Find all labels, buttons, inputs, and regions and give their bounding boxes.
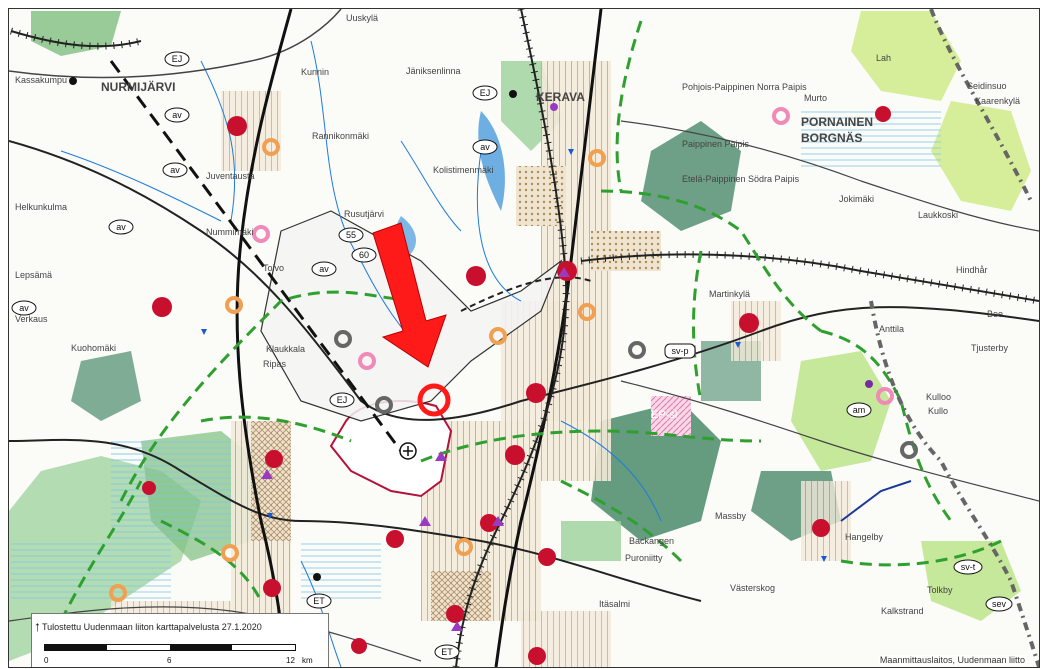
badge-ej: EJ — [337, 395, 348, 405]
place-label: Pohjois-Paippinen Norra Paipis — [682, 82, 807, 92]
place-label: Martinkylä — [709, 289, 750, 299]
place-label: Hangelby — [845, 532, 884, 542]
place-label: Uuskylä — [346, 13, 378, 23]
small-markers — [69, 77, 873, 631]
place-label: Itäsalmi — [599, 599, 630, 609]
place-label: Seidinsuo — [967, 81, 1007, 91]
place-label: Hindhår — [956, 265, 988, 275]
badge-am: am — [853, 405, 866, 415]
scale-bar — [44, 644, 296, 651]
orange-rings — [109, 138, 606, 602]
place-label: Nummimäki — [206, 227, 254, 237]
place-label: Anttila — [879, 324, 904, 334]
badge-et: ET — [313, 596, 325, 606]
highlight-ring[interactable] — [417, 383, 451, 417]
grey-rings — [334, 330, 918, 459]
scale-label-6: 6 — [167, 656, 172, 665]
badge-road-number: 55 — [346, 230, 356, 240]
map-credit: Maanmittauslaitos, Uudenmaan liitto — [877, 655, 1027, 665]
place-label: Paippinen Paipis — [682, 139, 750, 149]
place-label: Jäniksenlinna — [406, 66, 461, 76]
place-label: Kolistimenmäki — [433, 165, 494, 175]
badge-road-number: 60 — [359, 250, 369, 260]
place-label: Tolkby — [927, 585, 953, 595]
place-label: Kunnin — [301, 67, 329, 77]
place-label: Kulloo — [926, 392, 951, 402]
place-label: Verkaus — [15, 314, 48, 324]
municipal-border — [869, 9, 1039, 667]
scale-panel: ↑ Tulostettu Uudenmaan liiton karttapalv… — [31, 613, 329, 667]
badge-et: ET — [441, 647, 453, 657]
water-areas — [11, 111, 941, 601]
badge-av: av — [116, 222, 126, 232]
place-label: Tjusterby — [971, 343, 1009, 353]
place-label: BORGNÄS — [801, 130, 862, 145]
place-label: Kaarenkylä — [975, 96, 1020, 106]
green-connections — [59, 20, 1002, 622]
pink-rings — [252, 107, 894, 405]
place-label: Rusutjärvi — [344, 209, 384, 219]
highlight-arrow — [372, 222, 447, 368]
place-label: KERAVA — [536, 90, 585, 104]
place-label: PORNAINEN — [801, 115, 873, 129]
place-label: Etelä-Paippinen Södra Paipis — [682, 174, 800, 184]
place-label: Juventausta — [206, 171, 255, 181]
place-label: Kassakumpu — [15, 75, 67, 85]
railways — [9, 9, 1039, 667]
badge-svt: sv-t — [961, 562, 976, 572]
north-arrow-icon: ↑ — [34, 618, 41, 634]
scale-title: Tulostettu Uudenmaan liiton karttapalvel… — [42, 622, 262, 632]
badge-av: av — [480, 142, 490, 152]
badges: EJ EJ EJ av av av av av av 55 60 sv-p am… — [11, 51, 1013, 660]
badge-av: av — [319, 264, 329, 274]
place-label: Backangen — [629, 536, 674, 546]
place-label: Toivo — [263, 263, 284, 273]
badge-av: av — [170, 165, 180, 175]
badge-av: av — [19, 303, 29, 313]
place-label: Västerskog — [730, 583, 775, 593]
junction-marker-cross — [403, 446, 413, 456]
scale-label-12: 12 — [286, 656, 295, 665]
place-label: EP-sl — [651, 409, 677, 421]
place-label: Rannikonmäki — [312, 131, 369, 141]
scale-unit: km — [302, 656, 313, 665]
place-label: Klaukkala — [266, 344, 305, 354]
planned-railway — [109, 60, 403, 452]
badge-sev: sev — [992, 599, 1007, 609]
badge-av: av — [172, 110, 182, 120]
regional-land-use-map[interactable]: EJ EJ EJ av av av av av av 55 60 sv-p am… — [9, 9, 1039, 667]
badge-svp: sv-p — [671, 346, 688, 356]
place-label: Kalkstrand — [881, 606, 924, 616]
badge-ej: EJ — [172, 54, 183, 64]
place-label: Massby — [715, 511, 747, 521]
place-label: Laukkoski — [918, 210, 958, 220]
place-labels: Uuskylä Kassakumpu NURMIJÄRVI Jäniksenli… — [15, 13, 1020, 616]
place-label: Kuohomäki — [71, 343, 116, 353]
place-label: Jokimäki — [839, 194, 874, 204]
place-label: Helkunkulma — [15, 202, 67, 212]
map-frame: EJ EJ EJ av av av av av av 55 60 sv-p am… — [8, 8, 1040, 668]
scale-label-0: 0 — [44, 656, 49, 665]
place-label: Boe — [987, 309, 1003, 319]
place-label: Kullo — [928, 406, 948, 416]
place-label: Lepsämä — [15, 270, 52, 280]
badge-ej: EJ — [480, 88, 491, 98]
place-label: Lah — [876, 53, 891, 63]
place-label: Ripas — [263, 359, 287, 369]
roads — [9, 9, 1039, 662]
place-label: NURMIJÄRVI — [101, 79, 175, 94]
place-label: Puroniitty — [625, 553, 663, 563]
red-centers — [142, 106, 891, 665]
place-label: Murto — [804, 93, 827, 103]
